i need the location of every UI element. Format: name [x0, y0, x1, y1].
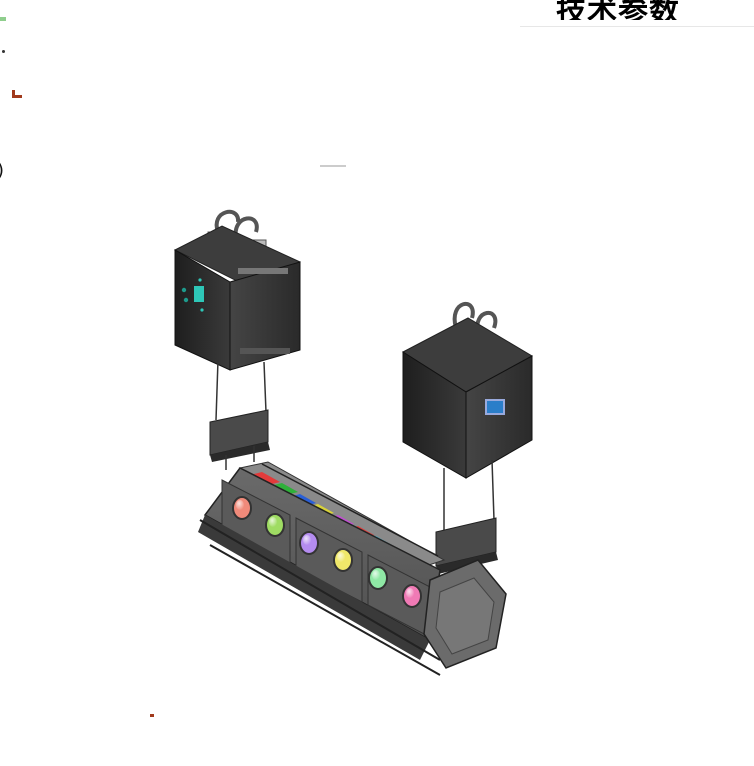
lens-row [232, 496, 422, 608]
left-hoist-unit [173, 209, 302, 470]
page-title-fragment: 技术参数 [556, 0, 680, 20]
stray-red-mark [150, 714, 154, 717]
green-edge-mark [0, 17, 6, 21]
edge-dot [2, 50, 5, 53]
led-bar [198, 461, 507, 676]
red-corner-mark [12, 90, 22, 98]
edge-glyph: ) [0, 160, 4, 181]
header-rule [520, 26, 754, 27]
right-hoist-unit [402, 301, 534, 574]
